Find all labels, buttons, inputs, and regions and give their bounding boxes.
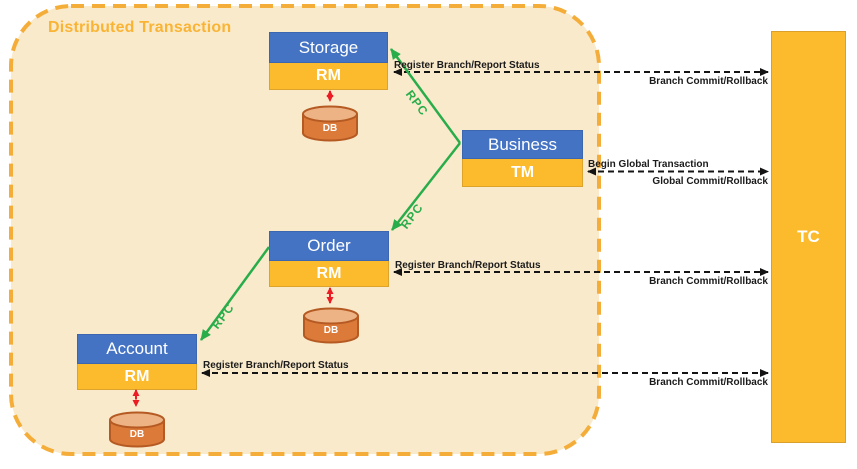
database-cylinder-icon: DB [303, 307, 359, 344]
service-order: Order RM [269, 231, 389, 287]
account-register-label: Register Branch/Report Status [203, 360, 349, 371]
rpc-order-account-line [199, 246, 271, 341]
service-business: Business TM [462, 130, 583, 187]
account-commit-label: Branch Commit/Rollback [649, 377, 768, 388]
business-begin-label: Begin Global Transaction [588, 159, 709, 170]
db-label: DB [323, 123, 337, 134]
transaction-coordinator: TC [771, 31, 846, 443]
service-business-name: Business [462, 130, 583, 159]
service-account-role: RM [77, 364, 197, 390]
storage-register-label: Register Branch/Report Status [394, 60, 540, 71]
db-label: DB [324, 325, 338, 336]
db-label: DB [130, 429, 144, 440]
diagram-title: Distributed Transaction [48, 19, 232, 36]
service-storage-name: Storage [269, 32, 388, 63]
service-order-name: Order [269, 231, 389, 261]
service-storage-role: RM [269, 63, 388, 90]
service-account-name: Account [77, 334, 197, 364]
business-commit-label: Global Commit/Rollback [652, 176, 768, 187]
rpc-label-order: RPC [397, 200, 427, 232]
rpc-label-storage: RPC [402, 87, 432, 119]
order-commit-label: Branch Commit/Rollback [649, 276, 768, 287]
storage-commit-label: Branch Commit/Rollback [649, 76, 768, 87]
service-order-role: RM [269, 261, 389, 287]
service-account: Account RM [77, 334, 197, 390]
database-cylinder-icon: DB [302, 105, 358, 142]
tc-label: TC [797, 227, 820, 246]
service-business-role: TM [462, 159, 583, 187]
rpc-label-account: RPC [208, 300, 238, 332]
database-cylinder-icon: DB [109, 411, 165, 448]
order-register-label: Register Branch/Report Status [395, 260, 541, 271]
service-storage: Storage RM [269, 32, 388, 90]
